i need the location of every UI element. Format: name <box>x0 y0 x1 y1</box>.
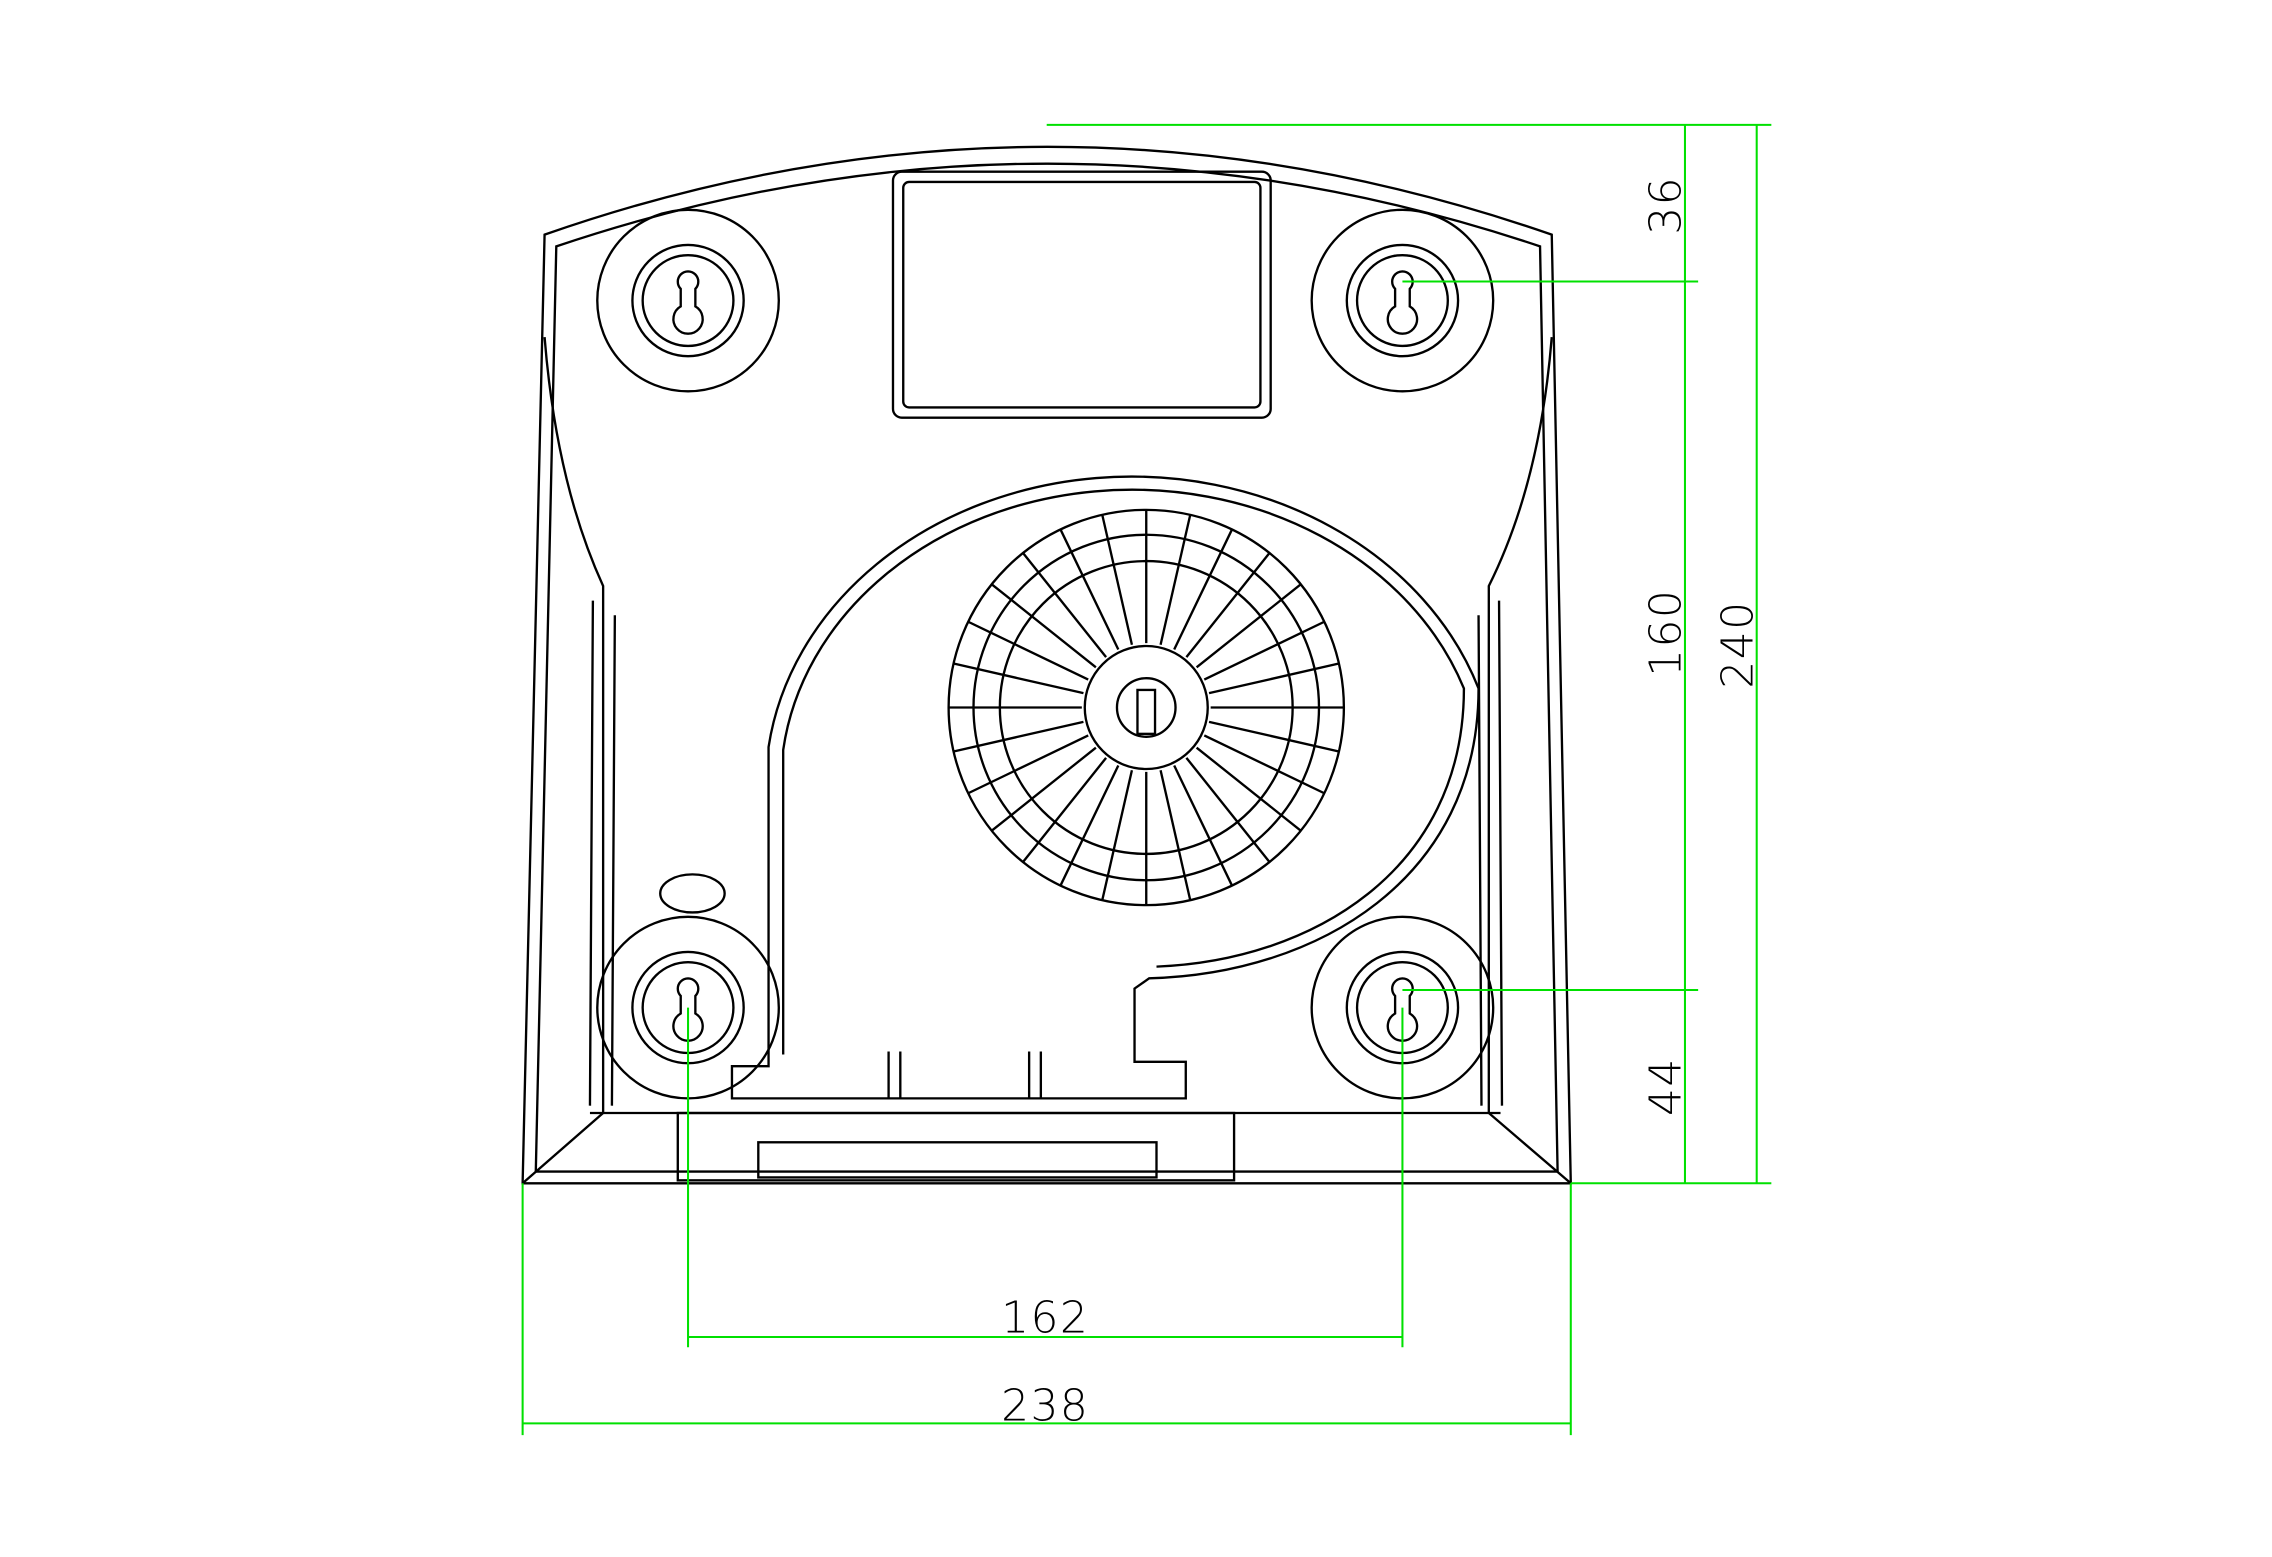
mounting-holes <box>596 208 1495 1100</box>
fan-hub <box>1083 644 1209 771</box>
fan-spoke <box>1208 720 1340 753</box>
fan-spoke <box>967 620 1089 681</box>
fan-spoke <box>1173 528 1234 650</box>
fan-scroll-inner <box>782 488 1466 1055</box>
keyhole-icon <box>1386 270 1419 335</box>
fan-scroll-housing <box>730 475 1480 1100</box>
fan-spoke <box>1203 734 1325 795</box>
fan-spoke <box>967 734 1089 795</box>
fan-spoke <box>1185 757 1271 863</box>
right-inner-contour <box>1487 337 1572 1185</box>
display-window <box>891 170 1272 419</box>
fan-spoke <box>953 720 1084 753</box>
device-outline <box>521 145 1572 1185</box>
dim-label-240: 240 <box>1712 600 1763 688</box>
outer-body-inner-edge <box>534 162 1559 1173</box>
fan-spoke <box>1022 757 1108 863</box>
fan-spoke <box>1159 770 1192 901</box>
left-rail <box>588 600 617 1106</box>
mount-boss <box>1310 208 1495 393</box>
fan-screw <box>1136 688 1157 736</box>
keyhole-icon <box>672 270 704 335</box>
fan-spoke <box>1101 770 1134 901</box>
fan-spoke <box>1195 746 1302 832</box>
bottom-tab <box>676 1111 1236 1182</box>
fan-spoke <box>1059 765 1120 887</box>
dim-label-162: 162 <box>1001 1293 1089 1344</box>
bottom-ribs <box>887 1051 1043 1099</box>
fan-spoke <box>1101 514 1134 645</box>
dim-label-44: 44 <box>1641 1057 1692 1116</box>
fan-spoke <box>991 583 1097 669</box>
fan-spoke <box>953 662 1084 695</box>
small-oval <box>659 873 726 914</box>
fan-hub-inner <box>1115 677 1177 738</box>
left-inner-contour <box>521 337 605 1185</box>
fan-spoke <box>1173 765 1234 887</box>
mount-ring-inner <box>1355 253 1449 348</box>
fan-spoke <box>1159 514 1192 645</box>
fan-grille <box>947 508 1346 907</box>
dim-label-36: 36 <box>1641 176 1692 235</box>
fan-spoke <box>991 746 1097 832</box>
keyhole-icon <box>1386 977 1419 1042</box>
fan-spoke <box>1208 662 1340 695</box>
fan-spoke <box>1185 552 1271 658</box>
fan-spoke <box>1195 583 1302 669</box>
mount-boss <box>596 208 780 393</box>
mount-ring-inner <box>641 253 735 348</box>
bottom-tab-slot <box>757 1141 1158 1179</box>
dimension-lines: 36 160 44 240 162 238 <box>521 123 1772 1436</box>
dim-label-238: 238 <box>1001 1380 1089 1431</box>
outer-body <box>521 145 1572 1185</box>
mount-ring <box>1345 243 1460 358</box>
fan-spoke <box>1022 552 1108 658</box>
display-window-inner <box>902 180 1262 409</box>
keyhole-icon <box>672 977 704 1042</box>
mount-ring <box>631 243 745 358</box>
fan-spoke <box>1059 528 1120 650</box>
fan-spoke <box>1203 620 1325 681</box>
dim-label-160: 160 <box>1641 589 1692 677</box>
